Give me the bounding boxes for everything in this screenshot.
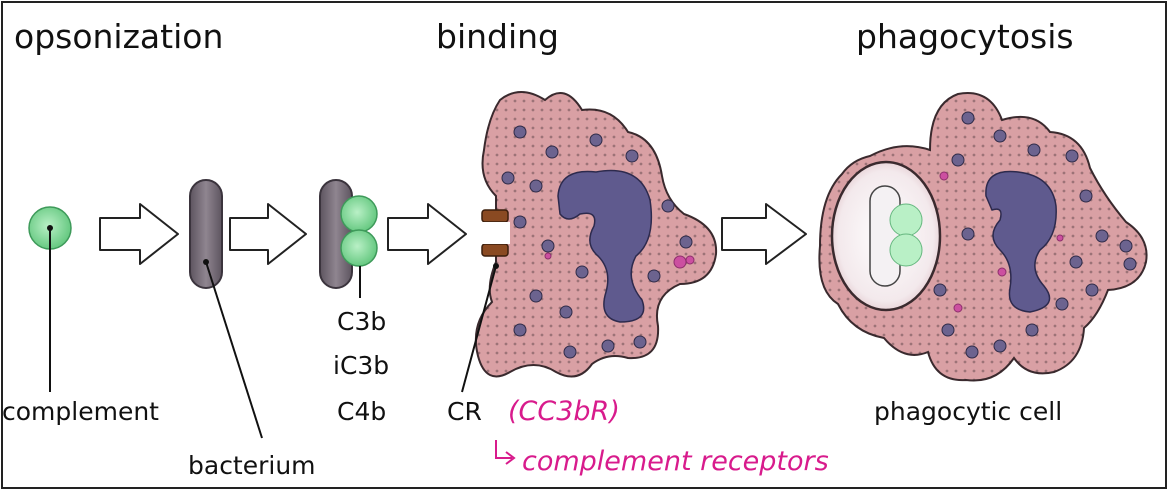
annotation-cr-full: complement receptors bbox=[522, 446, 829, 477]
label-c4b: C4b bbox=[337, 397, 386, 426]
step-title-phagocytosis: phagocytosis bbox=[856, 17, 1074, 56]
complement-receptor bbox=[480, 209, 510, 257]
step-title-opsonization: opsonization bbox=[14, 17, 223, 56]
nucleus-2 bbox=[985, 170, 1057, 313]
label-cr: CR bbox=[447, 397, 482, 426]
nucleus bbox=[557, 169, 653, 323]
label-complement: complement bbox=[2, 397, 159, 426]
step-title-binding: binding bbox=[436, 17, 559, 56]
arrow-1 bbox=[99, 203, 179, 265]
cr-leader-line bbox=[461, 265, 497, 393]
arrow-3 bbox=[387, 203, 467, 265]
arrow-4 bbox=[721, 203, 807, 265]
bacterium-leader-line bbox=[205, 261, 263, 439]
label-bacterium: bacterium bbox=[188, 451, 316, 480]
label-c3b: C3b bbox=[337, 307, 386, 336]
label-ic3b: iC3b bbox=[333, 351, 389, 380]
opsonized-bacterium bbox=[319, 179, 378, 289]
phagocyte-binding bbox=[474, 91, 718, 378]
annotation-hook-arrow bbox=[495, 440, 516, 465]
phagocyte-engulfing bbox=[818, 92, 1148, 382]
arrow-2 bbox=[229, 203, 307, 265]
bacterium-shape bbox=[189, 179, 223, 289]
annotation-cr-abbrev: (CC3bR) bbox=[508, 396, 620, 427]
label-phagocytic-cell: phagocytic cell bbox=[874, 397, 1062, 426]
